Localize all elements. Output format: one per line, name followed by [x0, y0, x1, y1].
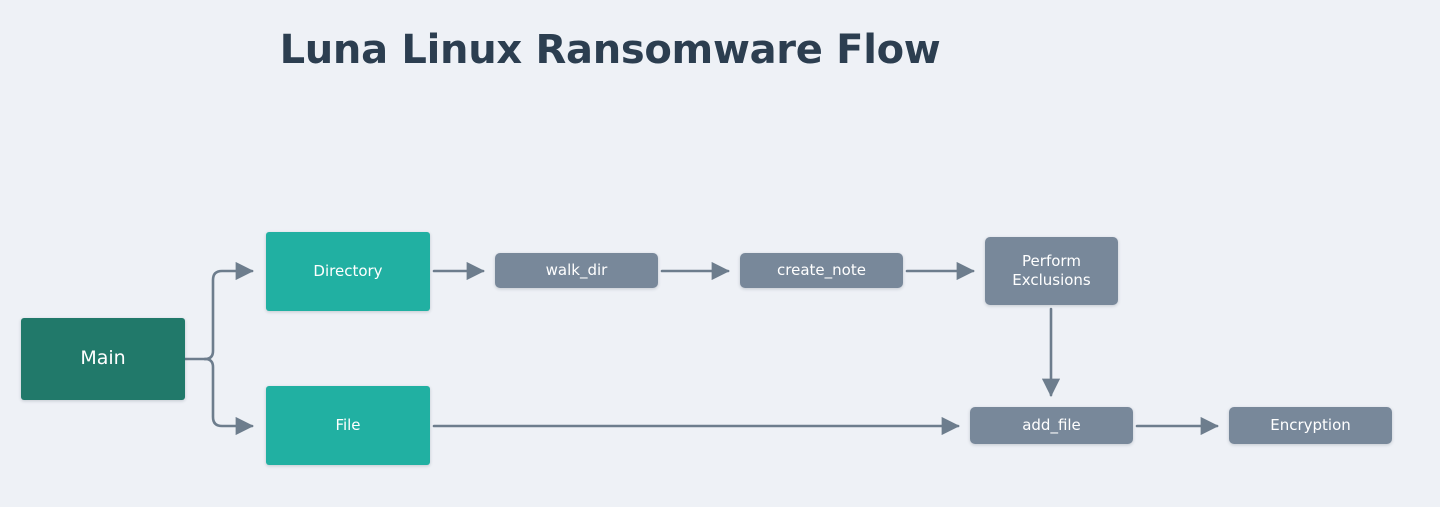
node-file[interactable]: File [266, 386, 430, 465]
node-encryption-label: Encryption [1270, 416, 1351, 435]
page-title: Luna Linux Ransomware Flow [279, 27, 941, 73]
node-file-label: File [335, 416, 361, 435]
node-create-note-label: create_note [777, 261, 866, 280]
node-directory-label: Directory [313, 262, 383, 281]
node-add-file-label: add_file [1022, 416, 1081, 435]
node-encryption[interactable]: Encryption [1229, 407, 1392, 444]
edge-main-file [203, 357, 254, 436]
edge-main-directory [203, 261, 254, 361]
node-perform-exclusions[interactable]: Perform Exclusions [985, 237, 1118, 305]
node-main[interactable]: Main [21, 318, 185, 400]
node-main-label: Main [80, 347, 126, 370]
node-walk-dir[interactable]: walk_dir [495, 253, 658, 288]
node-add-file[interactable]: add_file [970, 407, 1133, 444]
node-walk-dir-label: walk_dir [545, 261, 608, 280]
node-perform-exclusions-label: Perform Exclusions [1012, 252, 1091, 289]
node-create-note[interactable]: create_note [740, 253, 903, 288]
node-directory[interactable]: Directory [266, 232, 430, 311]
